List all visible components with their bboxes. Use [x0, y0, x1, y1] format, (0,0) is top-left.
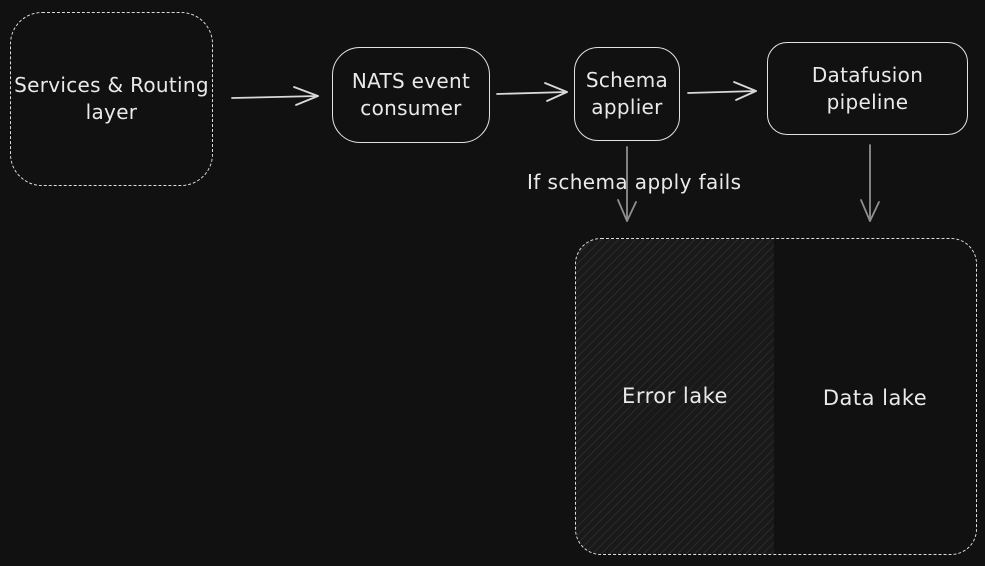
node-services-routing-layer: Services & Routing layer: [10, 12, 213, 186]
arrow-services-to-nats: [231, 86, 319, 106]
error-lake-label: Error lake: [622, 384, 728, 408]
node-nats-event-consumer: NATS event consumer: [332, 47, 490, 143]
node-schema-applier: Schema applier: [574, 47, 680, 141]
arrow-nats-to-schema: [496, 82, 568, 102]
error-lake-hatch-fill: [576, 239, 774, 554]
arrow-schema-to-datafusion: [687, 81, 757, 101]
arrow-datafusion-to-data-lake: [860, 144, 880, 222]
node-datafusion-pipeline: Datafusion pipeline: [767, 42, 968, 135]
services-routing-layer-label: Services & Routing layer: [14, 73, 209, 124]
node-lakes-container: Error lake Data lake: [575, 238, 977, 555]
schema-applier-label: Schema applier: [585, 68, 669, 119]
nats-event-consumer-label: NATS event consumer: [351, 69, 471, 120]
arrow-schema-to-error-lake: [617, 146, 637, 222]
if-schema-apply-fails-label: If schema apply fails: [527, 170, 742, 194]
data-lake-label: Data lake: [822, 386, 928, 410]
datafusion-pipeline-label: Datafusion pipeline: [811, 62, 924, 114]
